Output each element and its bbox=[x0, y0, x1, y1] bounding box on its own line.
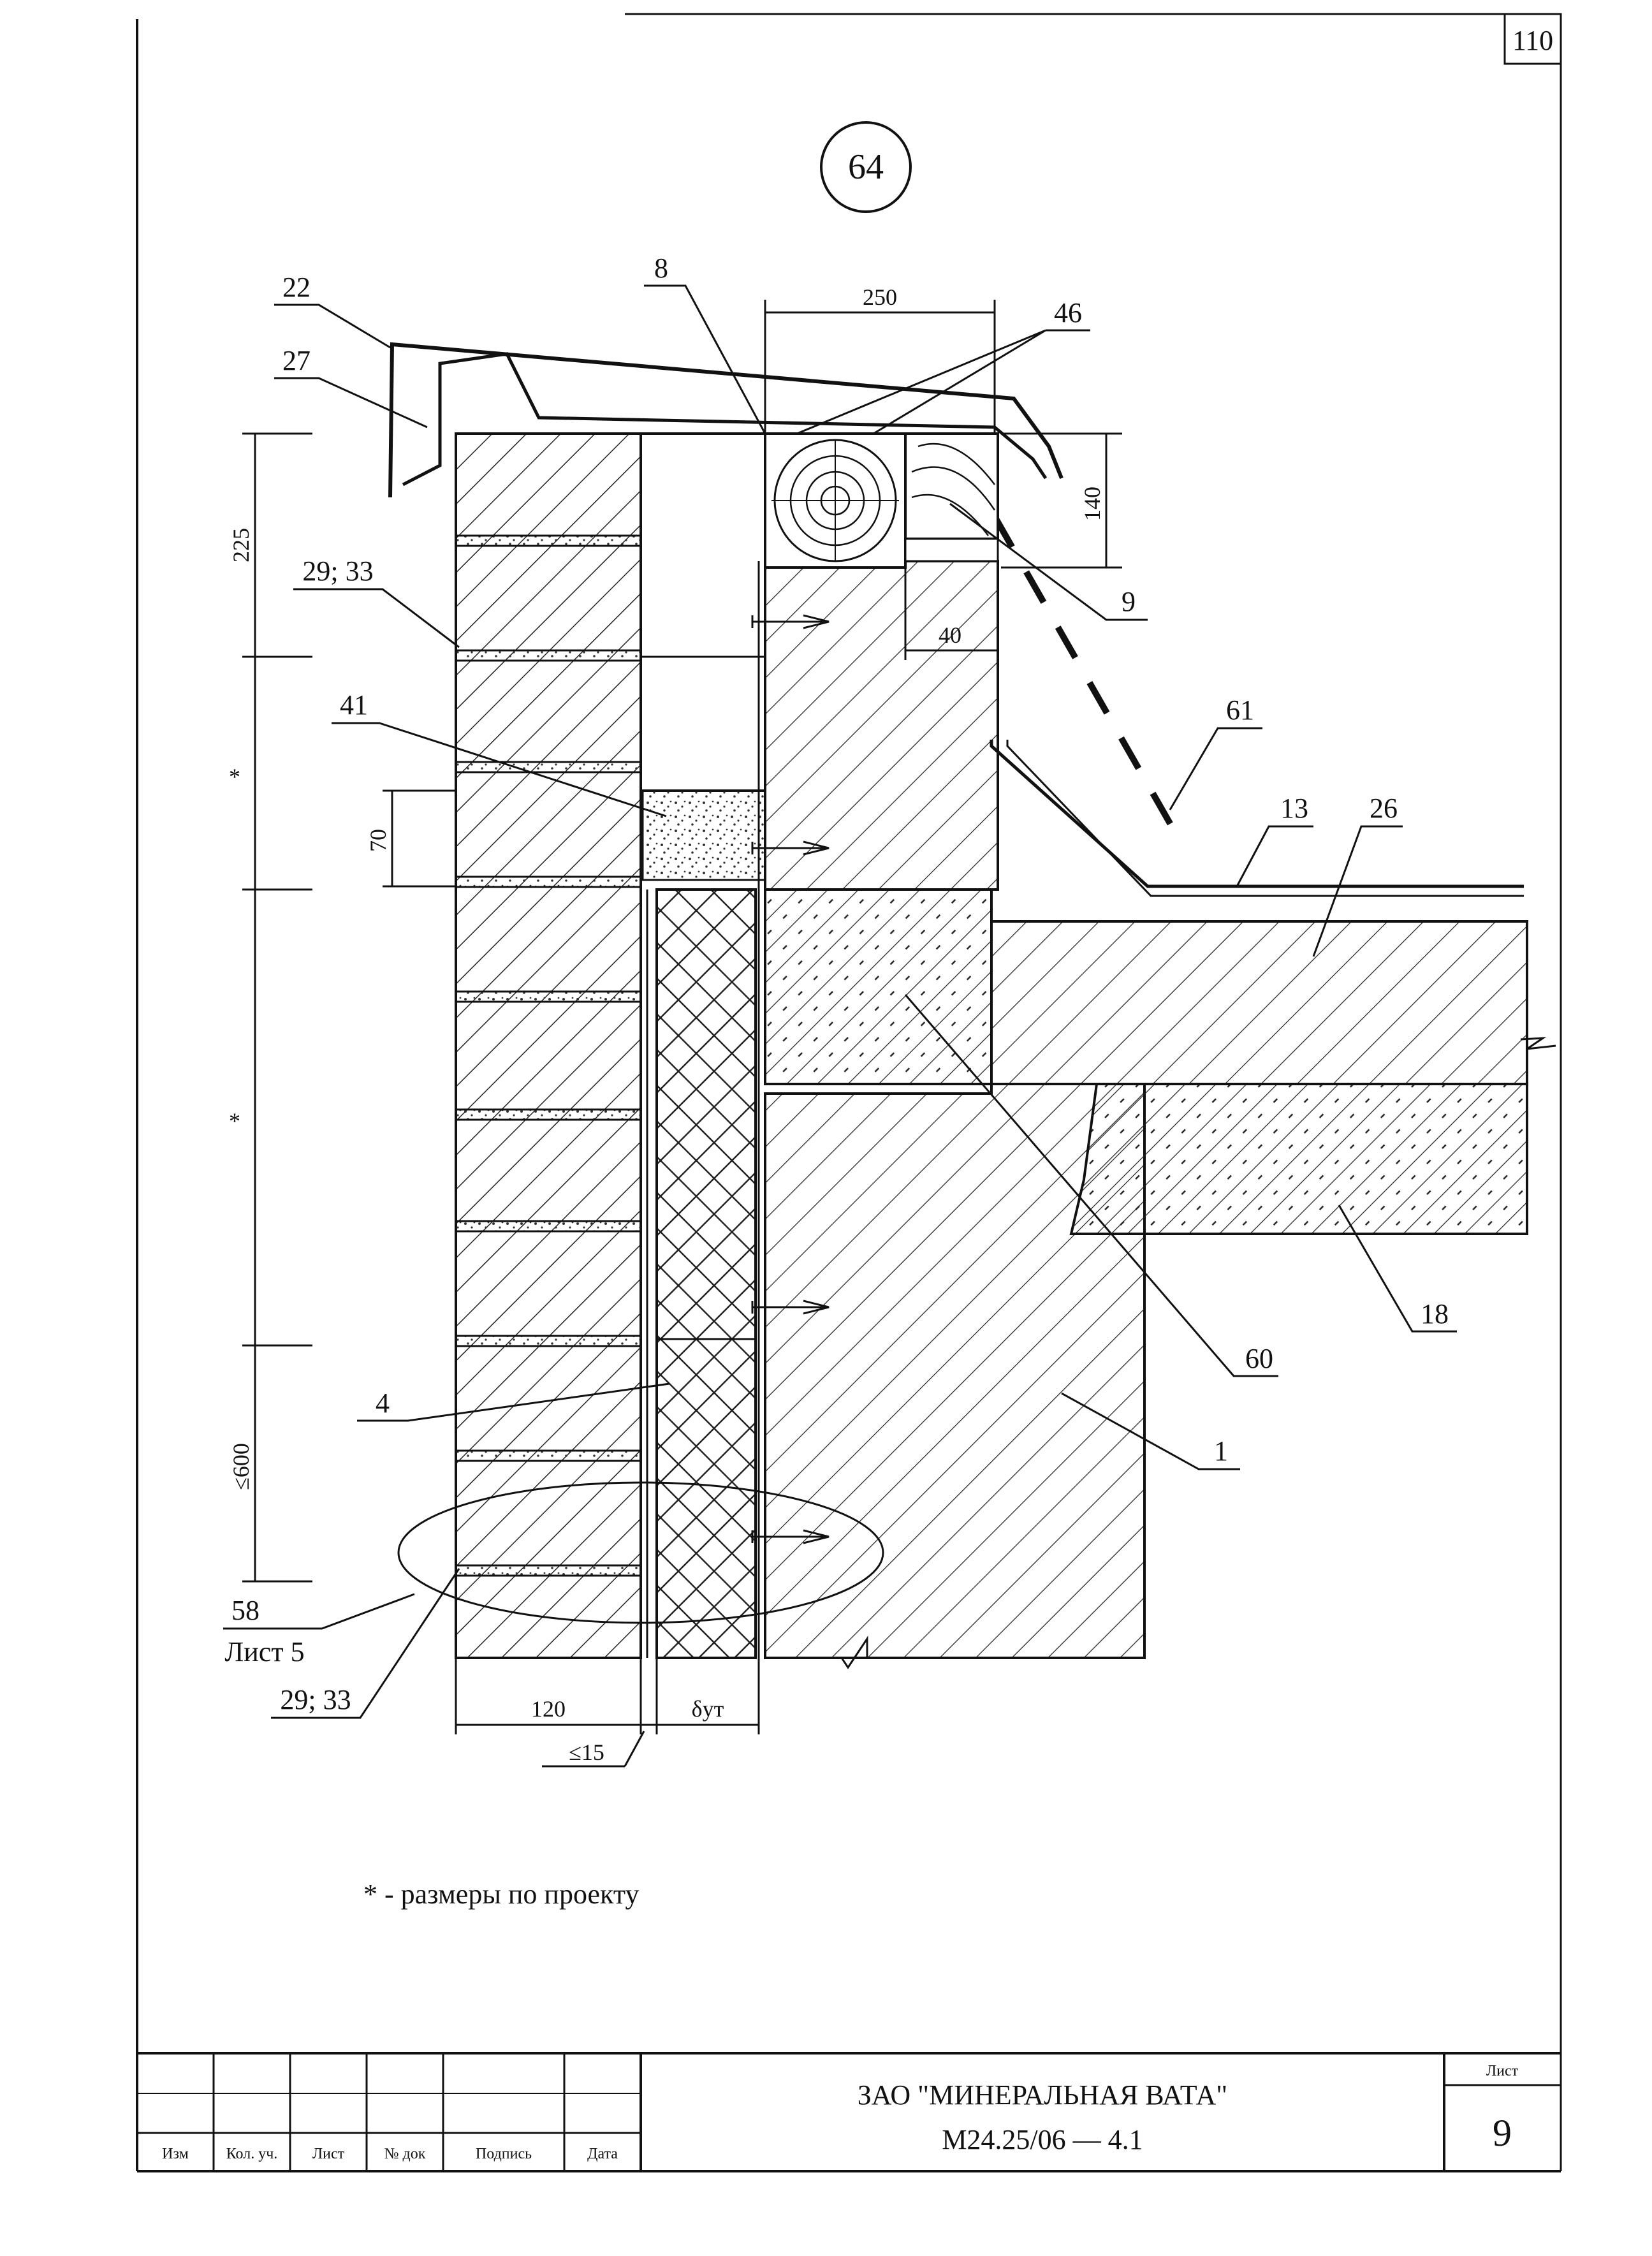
dim-star-1: * bbox=[229, 764, 240, 789]
callouts: 22 27 8 46 9 61 13 26 41 29; 33 60 18 1 … bbox=[223, 253, 1457, 1719]
timber-bar-8 bbox=[764, 432, 907, 569]
slab-26 bbox=[990, 920, 1528, 1085]
tb-col-doc-no: № док bbox=[384, 2146, 426, 2162]
callout-13: 13 bbox=[1280, 793, 1308, 824]
dowels bbox=[751, 614, 830, 1544]
dim-600: ≤600 bbox=[228, 1443, 254, 1490]
section-cut-mark bbox=[840, 1636, 868, 1669]
brick-cladding bbox=[455, 432, 642, 1659]
title-block: Изм Кол. уч. Лист № док Подпись Дата ЗАО… bbox=[137, 2052, 1561, 2171]
callout-27: 27 bbox=[282, 345, 311, 376]
dim-140: 140 bbox=[1079, 487, 1105, 521]
callout-4: 4 bbox=[376, 1388, 390, 1419]
tb-col-date: Дата bbox=[587, 2146, 618, 2162]
parapet-bracket-27 bbox=[402, 352, 1048, 487]
insulation-4 bbox=[655, 888, 757, 1659]
sheet-frame bbox=[136, 13, 1562, 2172]
dim-insulation: δут bbox=[692, 1696, 724, 1722]
corner-sheet-number-text: 110 bbox=[1512, 25, 1553, 56]
tb-company: ЗАО "МИНЕРАЛЬНАЯ ВАТА" bbox=[858, 2079, 1227, 2111]
node-number-text: 64 bbox=[848, 147, 884, 187]
timber-bar-9 bbox=[904, 432, 999, 562]
section-drawing bbox=[388, 342, 1556, 1669]
dimensions-note: * - размеры по проекту bbox=[363, 1879, 639, 1910]
callout-46: 46 bbox=[1054, 297, 1082, 328]
break-mark-right bbox=[1520, 1037, 1556, 1050]
tb-document-code: М24.25/06 — 4.1 bbox=[942, 2124, 1143, 2155]
callout-22: 22 bbox=[282, 272, 311, 303]
corner-sheet-number: 110 bbox=[1503, 13, 1562, 65]
callout-58: 58 bbox=[231, 1595, 259, 1626]
dim-225: 225 bbox=[228, 528, 254, 562]
dim-120: 120 bbox=[531, 1696, 566, 1722]
tb-sheet-label: Лист bbox=[1486, 2063, 1519, 2079]
dim-70: 70 bbox=[365, 829, 391, 852]
seal-41 bbox=[641, 789, 766, 881]
callout-8: 8 bbox=[654, 253, 668, 284]
tb-col-sheet: Лист bbox=[312, 2146, 345, 2162]
callout-1: 1 bbox=[1214, 1435, 1228, 1467]
callout-41: 41 bbox=[340, 689, 368, 721]
tb-col-count: Кол. уч. bbox=[226, 2146, 278, 2162]
dim-40: 40 bbox=[939, 622, 961, 648]
slab-18 bbox=[1069, 1083, 1528, 1235]
dashed-line-61 bbox=[991, 515, 1176, 831]
dimension-lines bbox=[242, 300, 1122, 1734]
node-number-circle: 64 bbox=[820, 121, 912, 213]
wall-top-block bbox=[764, 560, 999, 891]
tb-col-change: Изм bbox=[162, 2146, 189, 2162]
brick-mortar-joints bbox=[455, 534, 642, 1577]
detail-ellipse-58 bbox=[397, 1481, 884, 1624]
dim-250: 250 bbox=[863, 284, 897, 310]
callout-9: 9 bbox=[1122, 586, 1136, 617]
roof-membrane-13-inner bbox=[1006, 740, 1524, 897]
callout-29-33-bottom: 29; 33 bbox=[280, 1684, 351, 1715]
callout-58-sheet-ref: Лист 5 bbox=[224, 1636, 304, 1667]
roof-membrane-13 bbox=[990, 740, 1524, 888]
parapet-flashing-22 bbox=[388, 342, 1064, 498]
callout-18: 18 bbox=[1421, 1298, 1449, 1329]
dim-15: ≤15 bbox=[569, 1740, 604, 1765]
callout-26: 26 bbox=[1370, 793, 1398, 824]
callout-60: 60 bbox=[1245, 1343, 1273, 1374]
tb-sheet-value: 9 bbox=[1493, 2112, 1512, 2154]
callout-29-33-top: 29; 33 bbox=[302, 555, 373, 587]
air-gap-top bbox=[640, 432, 766, 792]
tb-col-signature: Подпись bbox=[476, 2146, 532, 2162]
dimension-texts: 250 140 40 225 * 70 * ≤600 120 δут ≤15 bbox=[228, 284, 1105, 1768]
callout-61: 61 bbox=[1226, 694, 1254, 726]
dim-star-2: * bbox=[229, 1108, 240, 1134]
